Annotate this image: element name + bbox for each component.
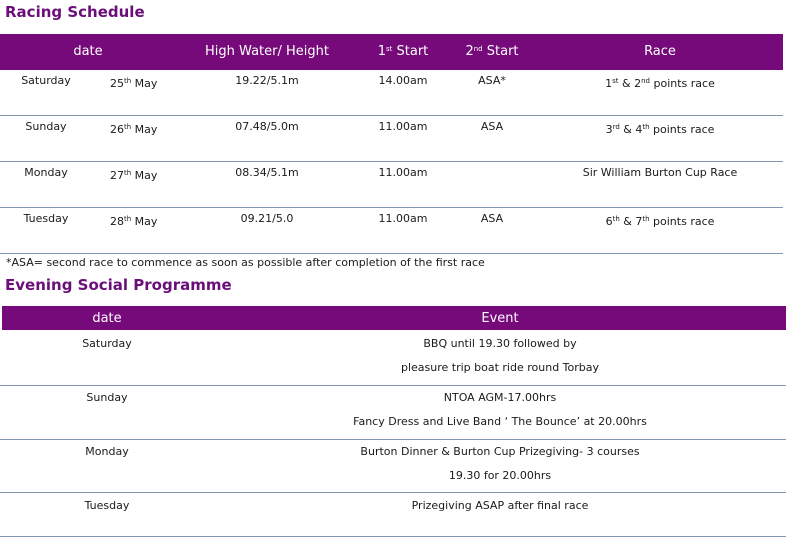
row-second-start: ASA — [480, 120, 504, 133]
row-divider — [0, 253, 783, 254]
row-day: Monday — [24, 166, 68, 179]
row-event-line2: pleasure trip boat ride round Torbay — [400, 361, 600, 374]
row-date: 28th May — [110, 215, 158, 228]
row-divider — [0, 385, 786, 386]
row-race: 1st & 2nd points race — [605, 77, 715, 90]
row-event-line2: 19.30 for 20.00hrs — [448, 469, 552, 482]
asa-footnote: *ASA= second race to commence as soon as… — [6, 256, 485, 269]
row-event-line1: NTOA AGM-17.00hrs — [443, 391, 557, 404]
row-date: 25th May — [110, 77, 158, 90]
row-divider — [0, 439, 786, 440]
row-high-water: 09.21/5.0 — [240, 212, 294, 225]
row-first-start: 14.00am — [378, 74, 428, 87]
row-first-start: 11.00am — [378, 212, 428, 225]
row-divider — [0, 161, 783, 162]
racing-header-bar: date High Water/ Height 1st Start 2nd St… — [0, 34, 783, 70]
row-date: 26th May — [110, 123, 158, 136]
header-high-water: High Water/ Height — [205, 44, 329, 59]
row-second-start: ASA — [480, 212, 504, 225]
row-event-line1: Burton Dinner & Burton Cup Prizegiving- … — [360, 445, 640, 458]
header-event: Event — [481, 311, 519, 326]
row-event-line2: Fancy Dress and Live Band ‘ The Bounce’ … — [353, 415, 647, 428]
row-high-water: 07.48/5.0m — [235, 120, 299, 133]
social-header-bar: date Event — [2, 306, 786, 330]
header-race: Race — [644, 44, 676, 59]
row-day: Tuesday — [84, 499, 130, 512]
header-date: date — [73, 44, 103, 59]
row-divider — [0, 207, 783, 208]
row-divider — [0, 492, 786, 493]
row-high-water: 19.22/5.1m — [235, 74, 299, 87]
row-first-start: 11.00am — [378, 166, 428, 179]
header-second-start: 2nd Start — [465, 44, 519, 59]
header-date: date — [92, 311, 122, 326]
racing-schedule-title: Racing Schedule — [5, 3, 145, 21]
row-event-line1: Prizegiving ASAP after final race — [411, 499, 589, 512]
row-race: 3rd & 4th points race — [605, 123, 715, 136]
row-day: Sunday — [25, 120, 67, 133]
row-divider — [0, 536, 786, 537]
row-day: Saturday — [21, 74, 71, 87]
social-programme-title: Evening Social Programme — [5, 276, 232, 294]
row-first-start: 11.00am — [378, 120, 428, 133]
row-race: 6th & 7th points race — [605, 215, 715, 228]
row-race: Sir William Burton Cup Race — [582, 166, 738, 179]
row-divider — [0, 115, 783, 116]
header-first-start: 1st Start — [377, 44, 429, 59]
row-day: Tuesday — [23, 212, 69, 225]
row-day: Monday — [85, 445, 129, 458]
row-day: Saturday — [82, 337, 132, 350]
row-high-water: 08.34/5.1m — [235, 166, 299, 179]
row-event-line1: BBQ until 19.30 followed by — [423, 337, 577, 350]
row-date: 27th May — [110, 169, 158, 182]
row-day: Sunday — [86, 391, 128, 404]
row-second-start: ASA* — [478, 74, 506, 87]
